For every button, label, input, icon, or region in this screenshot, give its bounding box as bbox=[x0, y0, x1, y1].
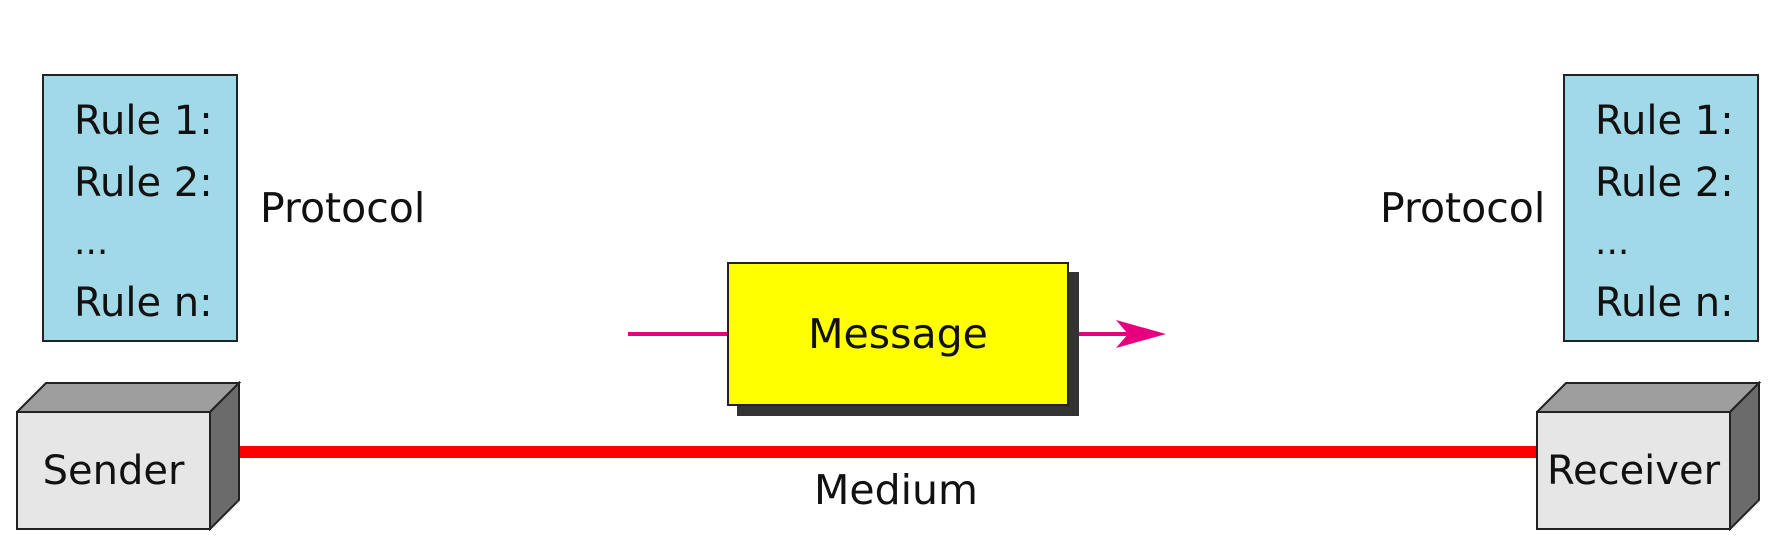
receiver-rule-n: Rule n: bbox=[1595, 280, 1734, 326]
message-label: Message bbox=[808, 310, 988, 358]
medium-label: Medium bbox=[814, 466, 978, 514]
receiver-rule-2: Rule 2: bbox=[1595, 160, 1734, 206]
sender-rule-ellipsis: ... bbox=[74, 222, 109, 263]
sender-device-shape bbox=[16, 381, 242, 531]
receiver-protocol-label: Protocol bbox=[1380, 184, 1546, 232]
sender-rule-1: Rule 1: bbox=[74, 98, 213, 144]
receiver-rule-1: Rule 1: bbox=[1595, 98, 1734, 144]
sender-label: Sender bbox=[42, 448, 185, 494]
sender-rule-2: Rule 2: bbox=[74, 160, 213, 206]
message-box: Message bbox=[727, 262, 1069, 406]
sender-device: Sender bbox=[16, 381, 246, 531]
receiver-label: Receiver bbox=[1546, 448, 1721, 494]
sender-protocol-label: Protocol bbox=[260, 184, 426, 232]
message-arrowhead bbox=[1116, 320, 1166, 348]
receiver-rule-ellipsis: ... bbox=[1595, 222, 1630, 263]
receiver-device-shape bbox=[1536, 381, 1762, 531]
receiver-device: Receiver bbox=[1536, 381, 1766, 531]
sender-protocol-rules-box: Rule 1: Rule 2: ... Rule n: bbox=[42, 74, 238, 342]
sender-rule-n: Rule n: bbox=[74, 280, 213, 326]
receiver-protocol-rules-box: Rule 1: Rule 2: ... Rule n: bbox=[1563, 74, 1759, 342]
